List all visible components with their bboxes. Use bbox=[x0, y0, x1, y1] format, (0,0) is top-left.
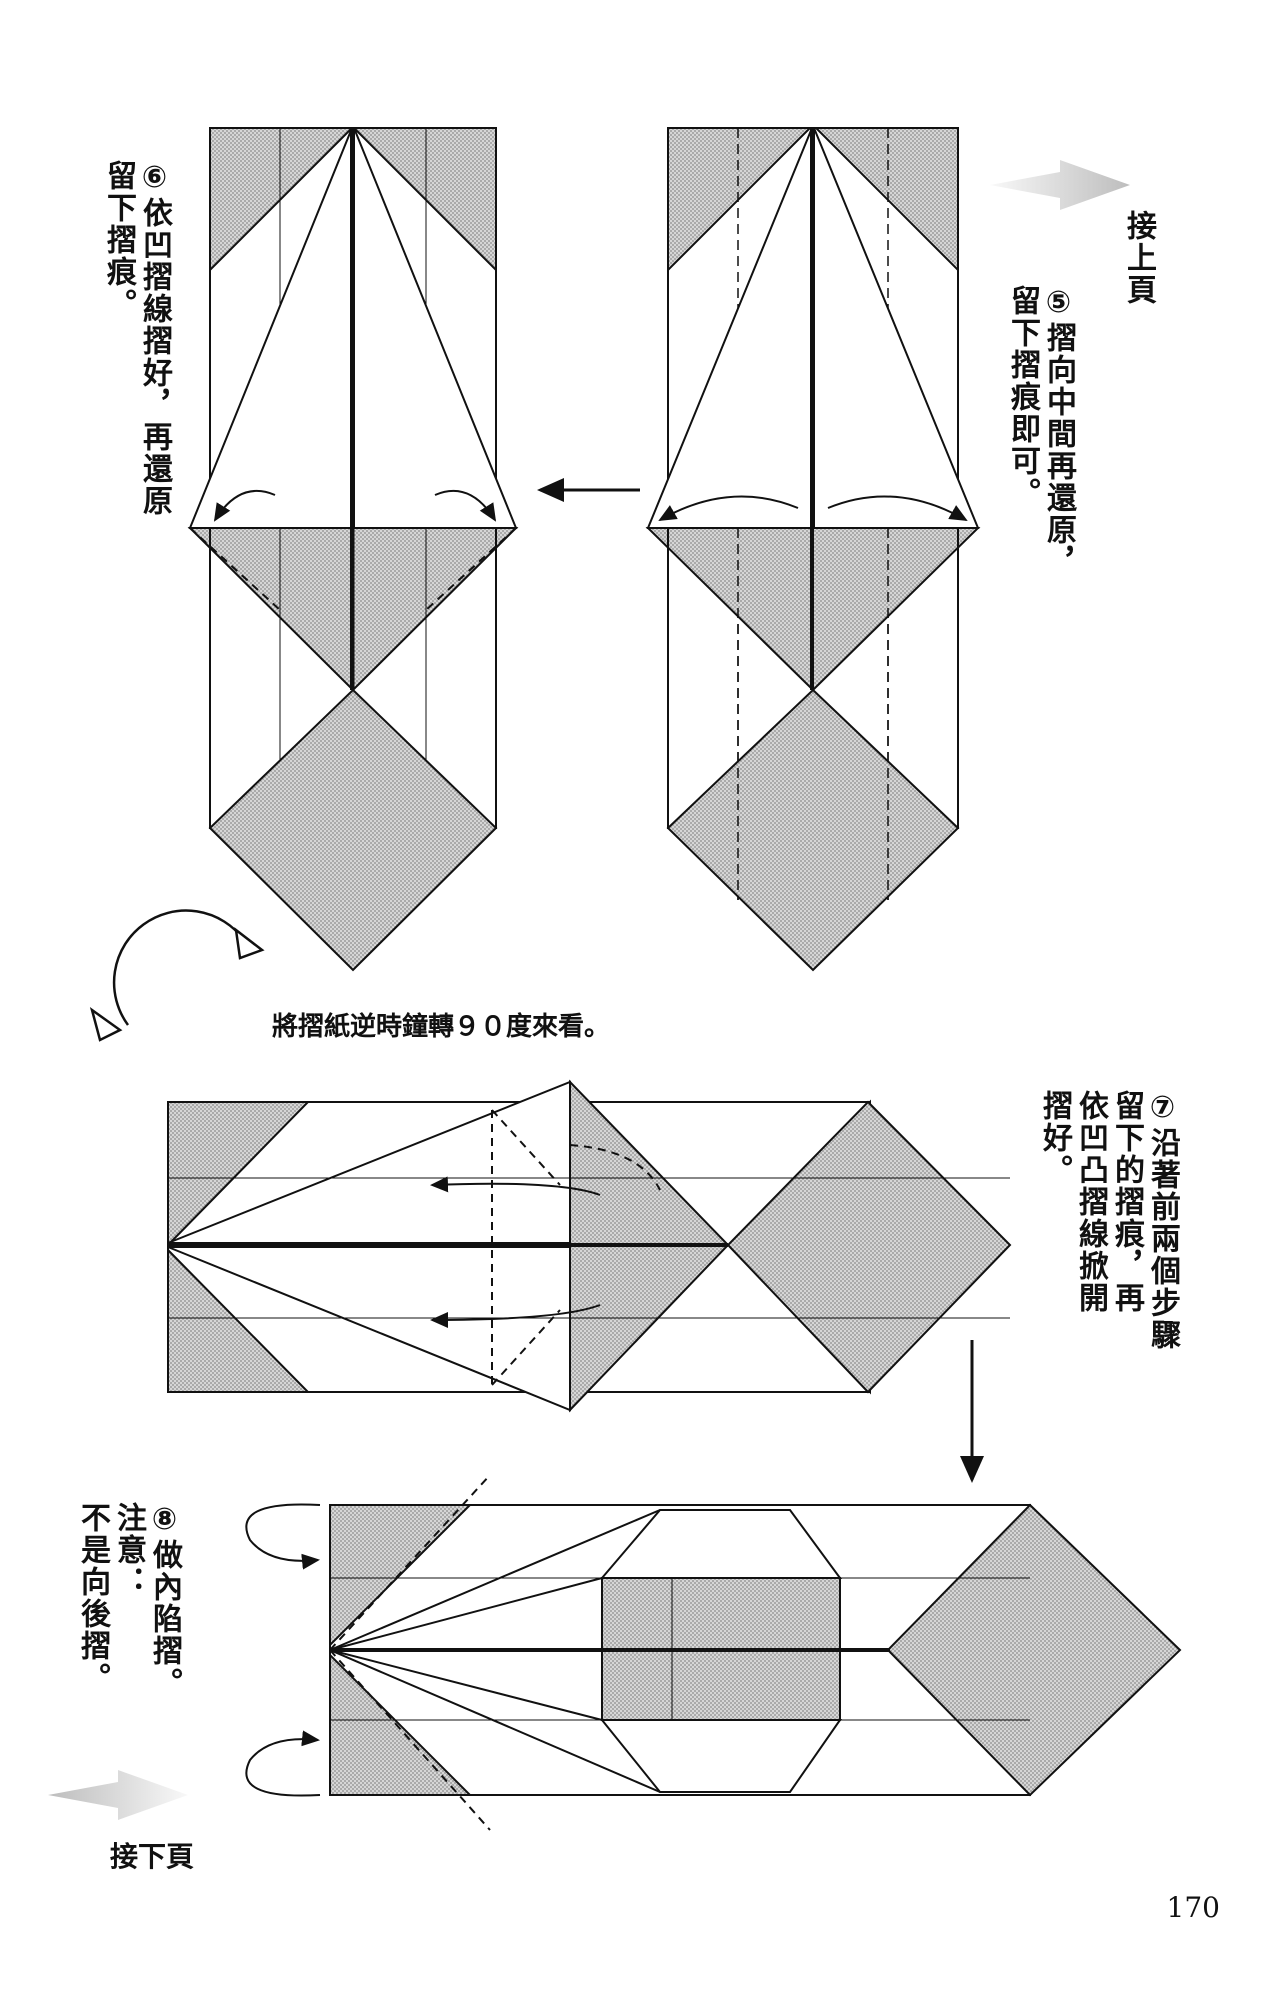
step-7-number: ⑦ bbox=[1145, 1090, 1180, 1127]
step-7-line-3: 依凹凸摺線掀開 bbox=[1073, 1090, 1108, 1314]
step-8-number: ⑧ bbox=[147, 1502, 182, 1539]
step-8-line-1: 做內陷摺。 bbox=[147, 1539, 182, 1699]
page-number: 170 bbox=[1166, 1891, 1220, 1924]
step-7-line-2: 留下的摺痕，再 bbox=[1109, 1090, 1144, 1314]
step-5-number: ⑤ bbox=[1041, 285, 1076, 322]
step-8-figure bbox=[245, 1474, 1182, 1831]
step-5-line-2: 留下摺痕即可。 bbox=[1005, 285, 1040, 509]
prev-page-label[interactable]: 接上頁 bbox=[1121, 210, 1156, 306]
next-page-label[interactable]: 接下頁 bbox=[110, 1840, 195, 1873]
page-turn-arrow-icon bbox=[48, 1770, 188, 1820]
rotate-ccw-icon bbox=[89, 909, 265, 1042]
step-7-line-4: 摺好。 bbox=[1037, 1090, 1072, 1186]
step-6-line-2: 留下摺痕。 bbox=[101, 160, 136, 320]
step-7-figure bbox=[167, 1079, 1012, 1413]
step-6-figure bbox=[187, 127, 519, 972]
step-6-caption: ⑥依凹摺線摺好，再還原 留下摺痕。 bbox=[100, 160, 172, 517]
step-7-caption: ⑦沿著前兩個步驟 留下的摺痕，再 依凹凸摺線掀開 摺好。 bbox=[1036, 1090, 1180, 1351]
rotate-note: 將摺紙逆時鐘轉９０度來看。 bbox=[272, 1012, 611, 1042]
step-7-line-1: 沿著前兩個步驟 bbox=[1145, 1127, 1180, 1351]
page-turn-arrow-icon bbox=[990, 160, 1130, 210]
step-8-caption: ⑧做內陷摺。 注意： 不是向後摺。 bbox=[74, 1502, 182, 1699]
step-5-figure bbox=[645, 127, 981, 972]
step-5-caption: ⑤摺向中間再還原， 留下摺痕即可。 bbox=[1004, 285, 1076, 578]
step-6-number: ⑥ bbox=[137, 160, 172, 197]
step-8-line-2: 注意： bbox=[111, 1502, 146, 1598]
step-6-line-1: 依凹摺線摺好，再還原 bbox=[137, 197, 172, 517]
step-8-line-3: 不是向後摺。 bbox=[75, 1502, 110, 1694]
step-5-line-1: 摺向中間再還原， bbox=[1041, 322, 1076, 578]
